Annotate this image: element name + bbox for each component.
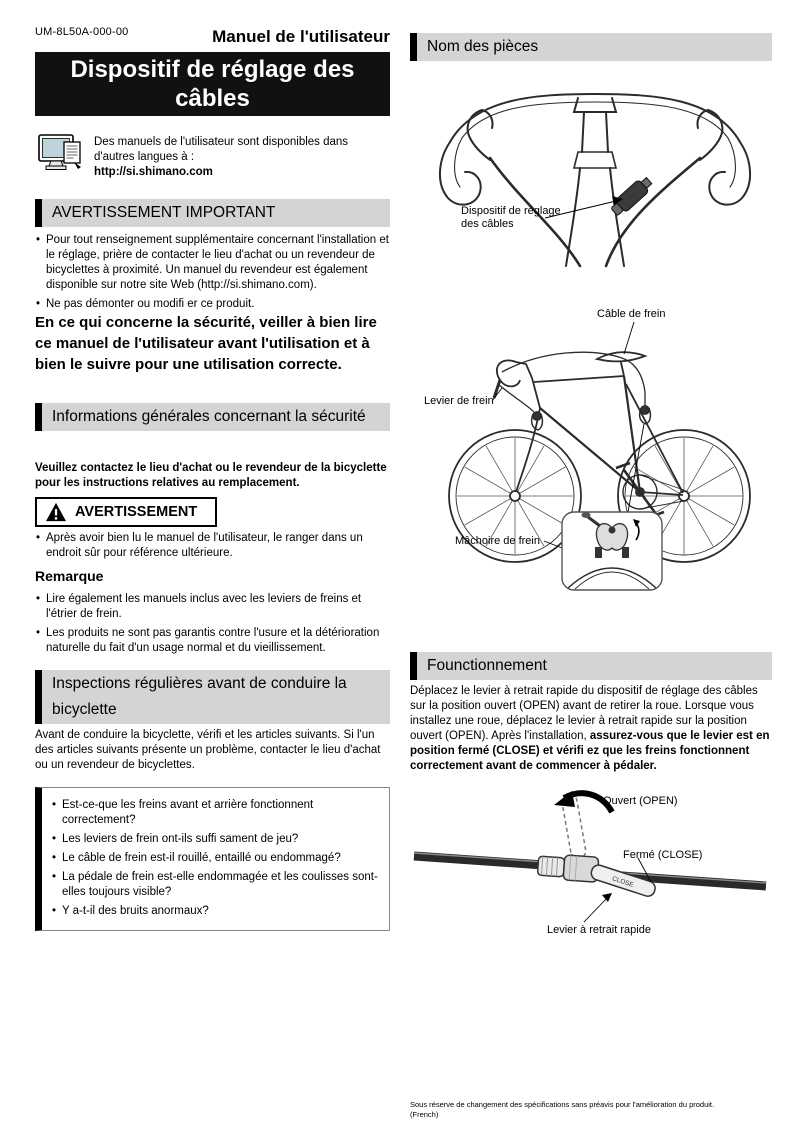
adjuster-barrel [536, 854, 600, 883]
bullet-item: Après avoir bien lu le manuel de l'utili… [35, 531, 390, 561]
label-cable-adjuster: Dispositif de réglage des câbles [461, 205, 561, 230]
bullet-item: Ne pas démonter ou modifi er ce produit. [35, 297, 390, 312]
safety-statement: En ce qui concerne la sécurité, veiller … [35, 314, 377, 373]
note-heading: Remarque [35, 568, 104, 584]
functioning-paragraph: Déplacez le levier à retrait rapide du d… [410, 684, 772, 774]
warning-triangle-icon [45, 502, 67, 522]
section-title: Nom des pièces [427, 38, 539, 55]
functioning-text: Déplacez le levier à retrait rapide du d… [410, 685, 758, 742]
language-note-text: Des manuels de l'utilisateur sont dispon… [94, 136, 349, 163]
label-brake-cable: Câble de frein [597, 308, 666, 320]
label-close: Fermé (CLOSE) [623, 849, 703, 861]
quick-release-figure: CLOSE [412, 772, 768, 950]
document-number: UM-8L50A-000-00 [35, 26, 129, 38]
section-header-inspections: Inspections régulières avant de conduire… [35, 670, 390, 724]
checklist-text: La pédale de frein est-elle endommagée e… [62, 871, 378, 898]
bullet-text: Les produits ne sont pas garantis contre… [46, 627, 380, 654]
bullet-item: Lire également les manuels inclus avec l… [35, 592, 390, 622]
checklist-item: Y a-t-il des bruits anormaux? [51, 904, 379, 919]
bullet-text: Pour tout renseignement supplémentaire c… [46, 234, 389, 291]
title-banner: Dispositif de réglage des câbles [35, 52, 390, 116]
checklist-text: Les leviers de frein ont-ils suffi samen… [62, 833, 299, 845]
monitor-document-icon [38, 132, 84, 180]
warning-label: AVERTISSEMENT [75, 504, 198, 520]
section-title: Founctionnement [427, 657, 547, 674]
footer-line1: Sous réserve de changement des spécifica… [410, 1100, 715, 1109]
bullet-item: Les produits ne sont pas garantis contre… [35, 626, 390, 656]
checklist-item: Est-ce-que les freins avant et arrière f… [51, 798, 379, 828]
caliper-detail-box [561, 511, 663, 591]
manual-type-label: Manuel de l'utilisateur [212, 27, 390, 46]
checklist-item: La pédale de frein est-elle endommagée e… [51, 870, 379, 900]
label-brake-caliper: Mâchoire de frein [455, 535, 540, 547]
page-footer: Sous réserve de changement des spécifica… [410, 1100, 772, 1119]
language-note-url: http://si.shimano.com [94, 166, 213, 178]
general-safety-intro: Veuillez contactez le lieu d'achat ou le… [35, 462, 387, 489]
inspections-intro: Avant de conduire la bicyclette, vérifi … [35, 729, 381, 771]
section-header-general-safety: Informations générales concernant la séc… [35, 403, 390, 431]
section-header-functioning: Founctionnement [410, 652, 772, 680]
important-warning-bullets: Pour tout renseignement supplémentaire c… [35, 233, 390, 316]
checklist-text: Y a-t-il des bruits anormaux? [62, 905, 209, 917]
checklist-item: Le câble de frein est-il rouillé, entail… [51, 851, 379, 866]
section-title: Inspections régulières avant de conduire… [52, 675, 347, 718]
checklist-text: Le câble de frein est-il rouillé, entail… [62, 852, 341, 864]
label-quick-release-lever: Levier à retrait rapide [547, 924, 651, 936]
bullet-text: Lire également les manuels inclus avec l… [46, 593, 362, 620]
section-title: AVERTISSEMENT IMPORTANT [52, 204, 276, 221]
functioning-text-bold: assurez-vous que le levier est en positi… [410, 730, 770, 772]
bullet-item: Pour tout renseignement supplémentaire c… [35, 233, 390, 293]
bullet-text: Ne pas démonter ou modifi er ce produit. [46, 298, 255, 310]
handlebar-figure [420, 68, 770, 296]
page-title: Dispositif de réglage des câbles [70, 56, 355, 112]
bullet-text: Après avoir bien lu le manuel de l'utili… [46, 532, 363, 559]
checklist-text: Est-ce-que les freins avant et arrière f… [62, 799, 314, 826]
bicycle-figure [412, 300, 772, 600]
warning-box: AVERTISSEMENT [35, 497, 218, 527]
note-bullets: Lire également les manuels inclus avec l… [35, 592, 390, 660]
checklist-item: Les leviers de frein ont-ils suffi samen… [51, 832, 379, 847]
section-title: Informations générales concernant la séc… [52, 408, 366, 425]
cable-adjuster-device [611, 176, 653, 216]
label-brake-lever: Levier de frein [424, 395, 494, 407]
lever-closed: CLOSE [590, 864, 656, 897]
label-open: Ouvert (OPEN) [603, 795, 678, 807]
section-header-important-warning: AVERTISSEMENT IMPORTANT [35, 199, 390, 227]
language-availability-note: Des manuels de l'utilisateur sont dispon… [38, 132, 390, 180]
footer-line2: (French) [410, 1109, 439, 1119]
inspection-checklist: Est-ce-que les freins avant et arrière f… [35, 787, 390, 931]
section-header-part-names: Nom des pièces [410, 33, 772, 61]
warning-bullets: Après avoir bien lu le manuel de l'utili… [35, 531, 390, 565]
